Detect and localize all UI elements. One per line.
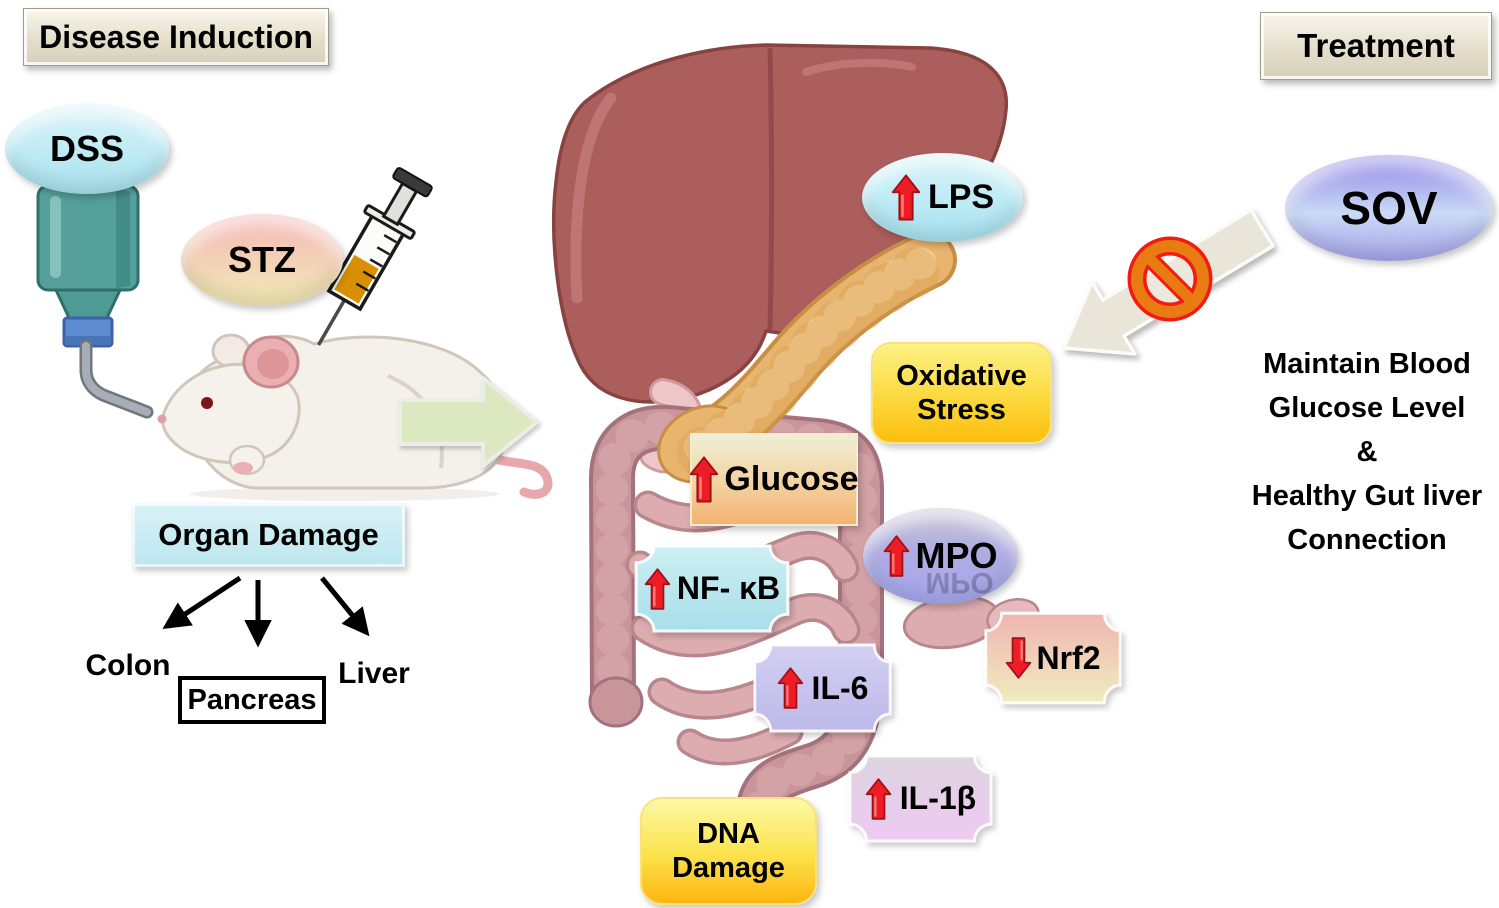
prohibition-icon — [1127, 236, 1213, 322]
up-arrow-icon — [777, 663, 804, 713]
mouse-nose — [157, 414, 167, 424]
liver-label: Liver — [338, 657, 410, 690]
sov-ellipse: SOV — [1285, 155, 1493, 261]
arrow-to-liver — [320, 576, 370, 637]
liver-illustration — [552, 43, 1009, 404]
plaque-shape — [753, 643, 892, 733]
plaque-shape — [634, 544, 790, 633]
mouse-icon — [157, 333, 553, 501]
il6-marker: IL-6 — [752, 642, 893, 734]
oxidative-stress-box: Oxidative Stress — [871, 342, 1052, 444]
down-arrow-icon — [1005, 633, 1032, 683]
colon-label: Colon — [85, 649, 171, 682]
lps-marker: LPS — [862, 153, 1023, 242]
up-arrow-icon — [865, 774, 892, 824]
il1b-marker: IL-1β — [847, 753, 994, 844]
mouse-eye — [201, 397, 213, 409]
glucose-marker: Glucose — [689, 433, 859, 526]
pancreas-illustration — [657, 231, 957, 484]
treatment-benefits-text: Maintain Blood Glucose Level & Healthy G… — [1251, 348, 1483, 557]
mouse-tail — [465, 447, 553, 499]
up-arrow-icon — [891, 170, 921, 225]
syringe-icon — [316, 167, 433, 346]
up-arrow-icon — [883, 531, 910, 581]
stz-ellipse: STZ — [181, 214, 343, 306]
mpo-marker: MPO MPO — [863, 508, 1018, 604]
nrf2-marker: Nrf2 — [983, 610, 1123, 706]
arrow-to-colon — [162, 575, 242, 630]
pancreas-label-box: Pancreas — [178, 676, 326, 724]
organ-damage-arrows — [162, 575, 370, 648]
plaque-shape — [848, 754, 993, 843]
nfkb-marker: NF- κB — [633, 543, 791, 634]
dna-damage-box: DNA Damage — [640, 797, 817, 905]
mpo-reflection: MPO — [925, 566, 994, 599]
plaque-shape — [984, 611, 1122, 705]
organ-damage-box: Organ Damage — [132, 503, 405, 567]
up-arrow-icon — [689, 452, 719, 507]
treatment-title: Treatment — [1260, 12, 1492, 80]
water-bottle-icon — [36, 184, 154, 419]
up-arrow-icon — [644, 564, 671, 614]
disease-induction-title: Disease Induction — [23, 8, 329, 66]
dss-ellipse: DSS — [5, 104, 169, 194]
right-arrow-icon — [398, 376, 539, 468]
